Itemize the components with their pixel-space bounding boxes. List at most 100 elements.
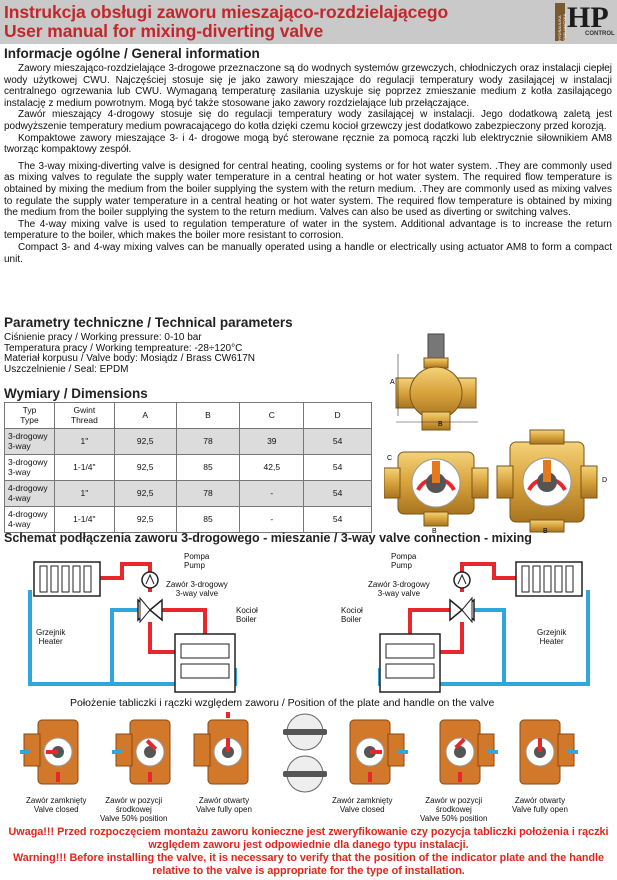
col-thread: Gwint Thread — [53, 402, 115, 429]
tech-seal: Uszczelnienie / Seal: EPDM — [4, 364, 129, 376]
logo-bar — [555, 3, 565, 41]
boiler-left-icon — [174, 633, 236, 693]
dim-label-d: D — [602, 477, 607, 484]
table-header-row: Typ Type Gwint Thread A B C D — [4, 402, 372, 429]
cell: 3-drogowy 3-way — [4, 454, 55, 481]
cell: 4-drogowy 4-way — [4, 480, 55, 507]
dim-label-b-top: B — [438, 421, 443, 428]
warning-polish: Uwaga!!! Przed rozpoczęciem montażu zawo… — [8, 826, 609, 851]
cell: 85 — [175, 506, 241, 533]
cell: 4-drogowy 4-way — [4, 506, 55, 533]
table-row: 4-drogowy 4-way 1-1/4" 92,5 85 - 54 — [4, 506, 372, 533]
handle-plates-center — [283, 713, 327, 793]
cell: 54 — [303, 480, 372, 507]
cell: 54 — [303, 506, 372, 533]
table-row: 3-drogowy 3-way 1" 92,5 78 39 54 — [4, 428, 372, 455]
logo-sub: CONTROL — [585, 31, 615, 37]
valve-open-right — [519, 719, 578, 785]
label-valve-left: Zawór 3-drogowy 3-way valve — [166, 580, 228, 598]
label-boiler-right: Kocioł Boiler — [341, 606, 363, 624]
dim-label-c: C — [387, 455, 392, 462]
cell: - — [239, 506, 305, 533]
paragraph-pl-1: Zawory mieszająco-rozdzielające 3-drogow… — [4, 63, 612, 109]
schema-title: Schemat podłączenia zaworu 3-drogowego -… — [4, 531, 532, 545]
col-type: Typ Type — [4, 402, 55, 429]
cell: 39 — [239, 428, 305, 455]
valve-open-left — [193, 712, 249, 785]
label-boiler-left: Kocioł Boiler — [236, 606, 258, 624]
cell: 42,5 — [239, 454, 305, 481]
valve-3way-front-view — [384, 451, 489, 527]
paragraph-pl-3: Kompaktowe zawory mieszające 3- i 4- dro… — [4, 132, 612, 156]
dimensions-title: Wymiary / Dimensions — [4, 386, 148, 401]
warning-english: Warning!!! Before installing the valve, … — [12, 852, 605, 877]
cell: 85 — [175, 454, 241, 481]
paragraph-en-2: The 4-way mixing valve is used to regula… — [4, 218, 612, 242]
general-info-text: Zawory mieszająco-rozdzielające 3-drogow… — [4, 63, 612, 265]
plate-position-title: Położenie tabliczki i rączki względem za… — [70, 697, 495, 709]
cell: 54 — [303, 428, 372, 455]
tech-pressure: Ciśnienie pracy / Working pressure: 0-10… — [4, 332, 202, 343]
cell: 92,5 — [113, 506, 177, 533]
label-valve-open-left: Zawór otwarty Valve fully open — [196, 796, 252, 814]
label-valve-50-left: Zawór w pozycji środkowej Valve 50% posi… — [100, 796, 168, 823]
cell: 78 — [175, 480, 241, 507]
logo-hp: HP — [567, 1, 609, 34]
cell: 78 — [175, 428, 241, 455]
col-a: A — [113, 402, 177, 429]
schema-left — [28, 561, 237, 693]
valve-4way-front-view — [496, 429, 598, 533]
paragraph-pl-2: Zawór mieszający 4-drogowy stosuje się d… — [4, 109, 612, 132]
cell: 1-1/4" — [53, 506, 115, 533]
cell: 1" — [53, 428, 115, 455]
schema-right — [378, 561, 590, 693]
col-d: D — [303, 402, 372, 429]
cell: 1-1/4" — [53, 454, 115, 481]
label-pump-left: Pompa Pump — [184, 552, 210, 570]
valve-50-right — [439, 719, 498, 785]
label-heater-left: Grzejnik Heater — [36, 628, 66, 646]
dimensions-table: Typ Type Gwint Thread A B C D 3-drogowy … — [4, 402, 372, 533]
cell: - — [239, 480, 305, 507]
table-row: 4-drogowy 4-way 1" 92,5 78 - 54 — [4, 480, 372, 507]
tech-temperature: Temperatura pracy / Working tempreature:… — [4, 342, 243, 354]
label-valve-closed-right: Zawór zamknięty Valve closed — [332, 796, 393, 814]
dim-label-b-left: B — [432, 528, 437, 534]
title-polish: Instrukcja obsługi zaworu mieszająco-roz… — [4, 2, 449, 22]
valve-dimension-drawings: A B C B D B — [384, 333, 607, 534]
cell: 92,5 — [113, 428, 177, 455]
label-valve-right: Zawór 3-drogowy 3-way valve — [368, 580, 430, 598]
logo-vertical-text: HYDRAULIKA PNEUMATYKA — [557, 13, 567, 41]
connection-schema — [28, 561, 590, 693]
title-english: User manual for mixing-diverting valve — [4, 21, 324, 41]
label-valve-closed-left: Zawór zamknięty Valve closed — [26, 796, 87, 814]
radiator-left — [33, 561, 101, 597]
cell: 3-drogowy 3-way — [4, 428, 55, 455]
label-valve-50-right: Zawór w pozycji środkowej Valve 50% posi… — [420, 796, 488, 823]
plate-position-illustrations — [20, 712, 578, 793]
general-info-title: Informacje ogólne / General information — [4, 46, 260, 61]
valve-left-icon — [137, 596, 163, 624]
cell: 92,5 — [113, 480, 177, 507]
page-header: Instrukcja obsługi zaworu mieszająco-roz… — [0, 0, 617, 44]
technical-list: Ciśnienie pracy / Working pressure: 0-10… — [4, 332, 256, 376]
label-heater-right: Grzejnik Heater — [537, 628, 567, 646]
paragraph-en-1: The 3-way mixing-diverting valve is desi… — [4, 160, 612, 219]
valve-side-view — [395, 333, 478, 431]
col-c: C — [239, 402, 305, 429]
valve-50-left — [112, 719, 171, 785]
valve-closed-right — [349, 719, 408, 785]
cell: 1" — [53, 480, 115, 507]
label-pump-right: Pompa Pump — [391, 552, 417, 570]
col-b: B — [175, 402, 241, 429]
technical-title: Parametry techniczne / Technical paramet… — [4, 315, 293, 330]
radiator-right — [515, 561, 583, 597]
dim-label-a: A — [390, 379, 395, 386]
cell: 92,5 — [113, 454, 177, 481]
valve-closed-left — [20, 719, 79, 785]
cell: 54 — [303, 454, 372, 481]
label-valve-open-right: Zawór otwarty Valve fully open — [512, 796, 568, 814]
paragraph-en-3: Compact 3- and 4-way mixing valves can b… — [4, 241, 612, 265]
table-row: 3-drogowy 3-way 1-1/4" 92,5 85 42,5 54 — [4, 454, 372, 481]
tech-material: Materiał korpusu / Valve body: Mosiądz /… — [4, 353, 256, 365]
